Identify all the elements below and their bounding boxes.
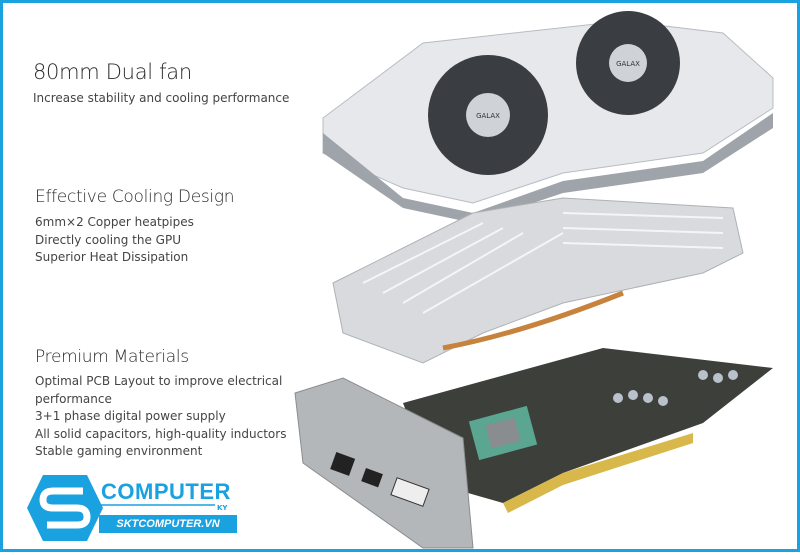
- section-lines: Optimal PCB Layout to improve electrical…: [35, 373, 286, 461]
- fan-logo-right: GALAX: [616, 60, 640, 68]
- section-line: Superior Heat Dissipation: [35, 250, 189, 264]
- section-line: Optimal PCB Layout to improve electrical: [35, 374, 283, 388]
- section-line: 3+1 phase digital power supply: [35, 409, 226, 423]
- fan-shroud: GALAX GALAX: [322, 11, 774, 223]
- section-title: Effective Cooling Design: [35, 187, 235, 207]
- gpu-exploded-illustration: GALAX GALAX: [294, 11, 774, 549]
- section-lines: 6mm×2 Copper heatpipes Directly cooling …: [35, 214, 194, 267]
- heatsink: [332, 197, 744, 364]
- section-line: All solid capacitors, high-quality induc…: [35, 426, 287, 441]
- section-line: Stable gaming environment: [35, 444, 203, 458]
- logo-sub: KY: [217, 504, 228, 512]
- section-title: Premium Materials: [35, 347, 189, 367]
- logo-brand: COMPUTER: [101, 479, 231, 504]
- section-line: Increase stability and cooling performan…: [33, 91, 290, 105]
- pcb: [294, 348, 773, 549]
- section-line: Directly cooling the GPU: [35, 232, 181, 247]
- io-bracket: [294, 377, 474, 549]
- fan-logo-left: GALAX: [476, 112, 500, 120]
- section-line: performance: [35, 391, 112, 406]
- logo-s-hexagon-icon: [27, 475, 215, 541]
- section-title: 80mm Dual fan: [33, 60, 192, 84]
- section-line: 6mm×2 Copper heatpipes: [35, 215, 194, 229]
- logo-url: SKTCOMPUTER.VN: [99, 515, 237, 533]
